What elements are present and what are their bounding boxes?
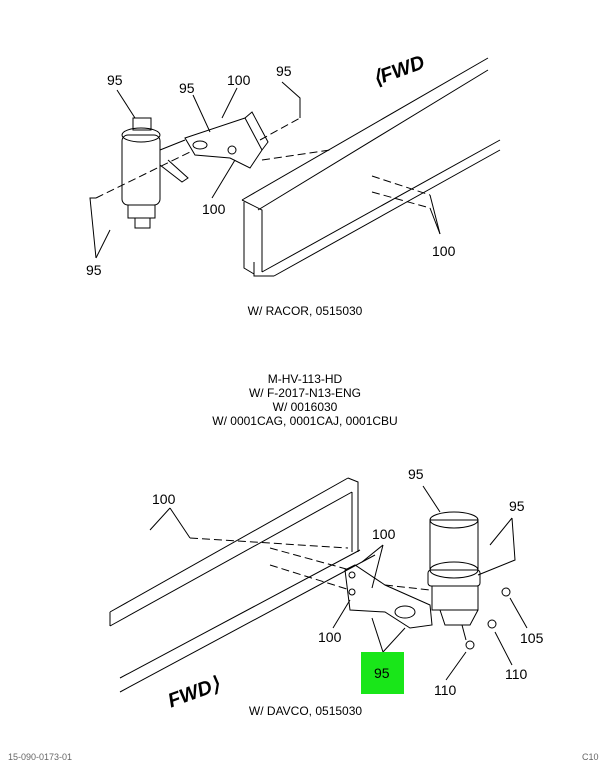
- condition-line-3: W/ 0016030: [272, 400, 338, 414]
- callout-95-right: 95: [276, 63, 292, 79]
- bottom-frame-rail: [109, 477, 376, 693]
- condition-line-1: M-HV-113-HD: [267, 372, 343, 386]
- top-caption: W/ RACOR, 0515030: [247, 304, 363, 318]
- bottom-dashed-lines: [189, 537, 431, 591]
- footer-left: 15-090-0173-01: [8, 752, 73, 762]
- callout-105: 105: [520, 630, 544, 646]
- top-frame-rail: [241, 57, 501, 277]
- callout-100-rail: 100: [432, 243, 456, 259]
- callout-95-highlighted: 95: [374, 665, 390, 681]
- callout-95-bracket: 95: [179, 80, 195, 96]
- bottom-bracket: [344, 564, 433, 629]
- bottom-caption: W/ DAVCO, 0515030: [248, 704, 363, 718]
- footer-right: C10: [582, 752, 599, 762]
- callout-95-bottom: 95: [86, 262, 102, 278]
- callout-110-right: 110: [505, 666, 528, 682]
- callout-110-left: 110: [434, 682, 457, 698]
- callout-100-bracket: 100: [318, 629, 342, 645]
- top-bracket: [184, 111, 269, 169]
- top-dashed-lines: [95, 117, 431, 209]
- callout-100-bolt: 100: [227, 72, 251, 88]
- callout-95-right: 95: [509, 498, 525, 514]
- callout-100-bolts: 100: [372, 526, 396, 542]
- bottom-leaders: [149, 485, 528, 681]
- callout-95-filter-top: 95: [408, 466, 424, 482]
- top-fuel-filter: [121, 117, 189, 229]
- condition-line-2: W/ F-2017-N13-ENG: [248, 386, 362, 400]
- highlight-box: [361, 652, 404, 694]
- callout-100-lower: 100: [202, 201, 226, 217]
- top-leaders: [89, 81, 441, 259]
- callout-95-filter: 95: [107, 72, 123, 88]
- callout-100-rail-left: 100: [152, 491, 176, 507]
- condition-line-4: W/ 0001CAG, 0001CAJ, 0001CBU: [212, 414, 398, 428]
- bottom-fuel-filter: [427, 511, 511, 650]
